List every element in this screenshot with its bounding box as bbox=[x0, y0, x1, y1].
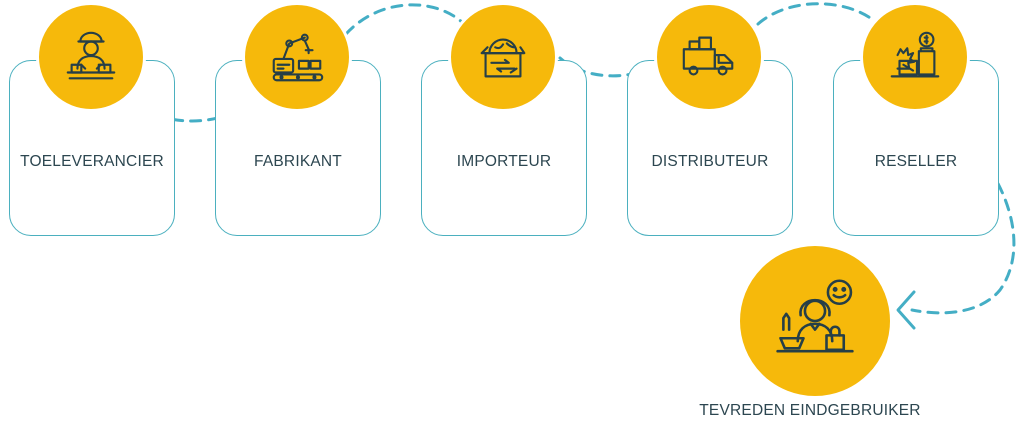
step-label: FABRIKANT bbox=[254, 153, 342, 170]
step-label: RESELLER bbox=[874, 153, 958, 170]
final-label: TEVREDEN EINDGEBRUIKER bbox=[699, 402, 921, 419]
delivery-truck-icon bbox=[654, 2, 764, 112]
supplier-worker-icon bbox=[36, 2, 146, 112]
happy-customer-icon bbox=[736, 242, 894, 400]
globe-box-icon bbox=[448, 2, 558, 112]
robot-arm-factory-icon bbox=[242, 2, 352, 112]
step-label: DISTRIBUTEUR bbox=[651, 153, 769, 170]
step-label: TOELEVERANCIER bbox=[20, 153, 164, 170]
arrowhead bbox=[896, 290, 916, 330]
step-label: IMPORTEUR bbox=[456, 153, 552, 170]
connector-2-3 bbox=[344, 3, 468, 36]
shop-products-icon bbox=[860, 2, 970, 112]
connector-4-5 bbox=[756, 2, 880, 26]
